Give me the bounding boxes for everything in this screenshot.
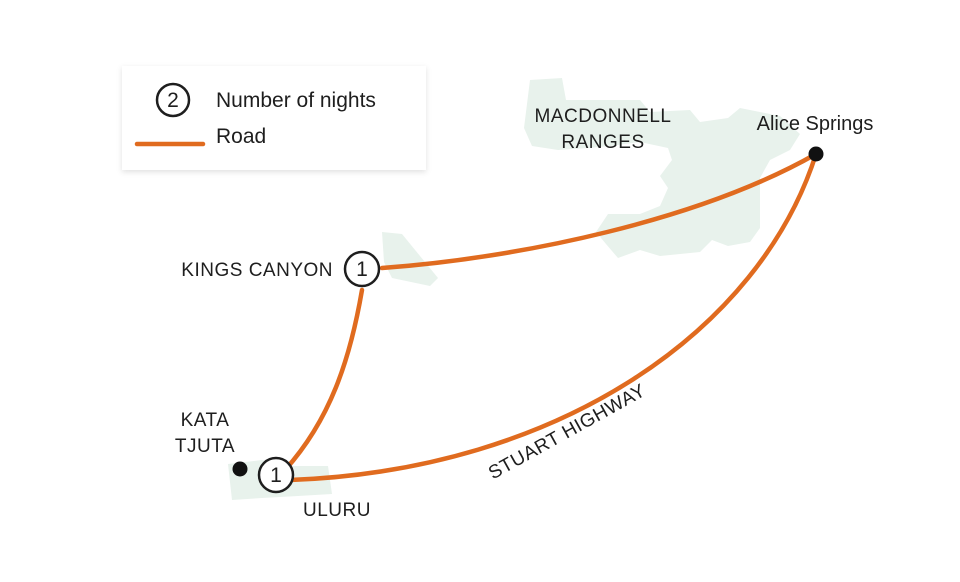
road-kings-canyon-alice-springs: [379, 151, 819, 271]
label-stuart-highway: STUART HIGHWAY: [485, 380, 649, 484]
uluru-nights-icon: [257, 456, 295, 494]
kata-tjuta-marker: [232, 461, 248, 477]
nights-sample-icon: [155, 82, 191, 118]
label-macdonnell-line1: MACDONNELL: [535, 106, 672, 127]
kings-canyon-nights-icon: [343, 250, 381, 288]
legend-nights-label: Number of nights: [216, 89, 376, 112]
nights-sample-number: 2: [167, 89, 179, 112]
roads: [282, 151, 819, 483]
legend-box: [122, 66, 426, 170]
label-kata-tjuta-line2: TJUTA: [175, 436, 235, 457]
uluru-nights: 1: [270, 464, 282, 487]
label-macdonnell-line2: RANGES: [561, 132, 644, 153]
legend-road-label: Road: [216, 125, 266, 148]
legend: 2 Number of nights Road: [122, 66, 426, 170]
road-stuart-highway: [287, 151, 819, 483]
label-kings-canyon: KINGS CANYON: [181, 260, 333, 281]
kings-canyon-nights: 1: [356, 258, 368, 281]
alice-springs-marker: [808, 146, 824, 162]
macdonnell-ranges-terrain: [524, 78, 800, 258]
road-uluru-kings-canyon: [282, 287, 365, 473]
label-alice-springs: Alice Springs: [757, 113, 874, 135]
label-uluru: ULURU: [303, 500, 371, 521]
kings-canyon-terrain: [382, 232, 438, 286]
label-kata-tjuta-line1: KATA: [181, 410, 230, 431]
